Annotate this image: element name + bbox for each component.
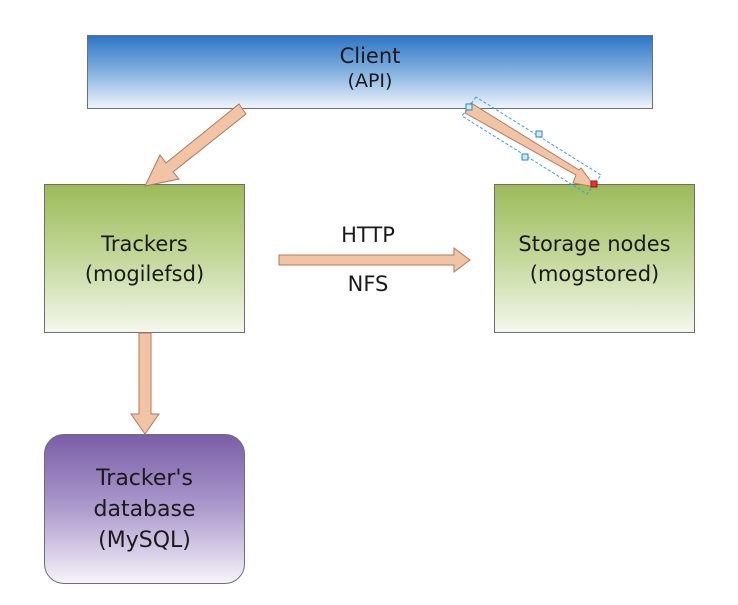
storage-nodes-box[interactable]: Storage nodes (mogstored)	[494, 184, 695, 333]
selection-endpoint-handle[interactable]	[590, 180, 598, 188]
client-title: Client	[339, 44, 401, 68]
selection-handle[interactable]	[521, 153, 529, 161]
http-label: HTTP	[341, 223, 395, 247]
client-box[interactable]: Client (API)	[87, 35, 653, 109]
database-line2: database	[93, 496, 196, 522]
selection-handle[interactable]	[535, 130, 543, 138]
database-box[interactable]: Tracker's database (MySQL)	[44, 434, 245, 584]
arrow-client-to-trackers[interactable]	[144, 103, 247, 187]
arrow-trackers-to-storage[interactable]	[278, 247, 471, 273]
arrow-trackers-to-database[interactable]	[130, 332, 160, 435]
database-line3: (MySQL)	[98, 527, 191, 553]
client-subtitle: (API)	[347, 70, 393, 92]
storage-title: Storage nodes	[518, 231, 671, 256]
trackers-title: Trackers	[101, 231, 188, 256]
database-line1: Tracker's	[96, 465, 193, 491]
trackers-box[interactable]: Trackers (mogilefsd)	[44, 184, 245, 333]
trackers-subtitle: (mogilefsd)	[84, 261, 205, 286]
nfs-label: NFS	[347, 272, 389, 296]
storage-subtitle: (mogstored)	[529, 261, 660, 286]
selection-handle[interactable]	[465, 103, 473, 111]
arrow-client-to-storage[interactable]	[464, 102, 597, 188]
